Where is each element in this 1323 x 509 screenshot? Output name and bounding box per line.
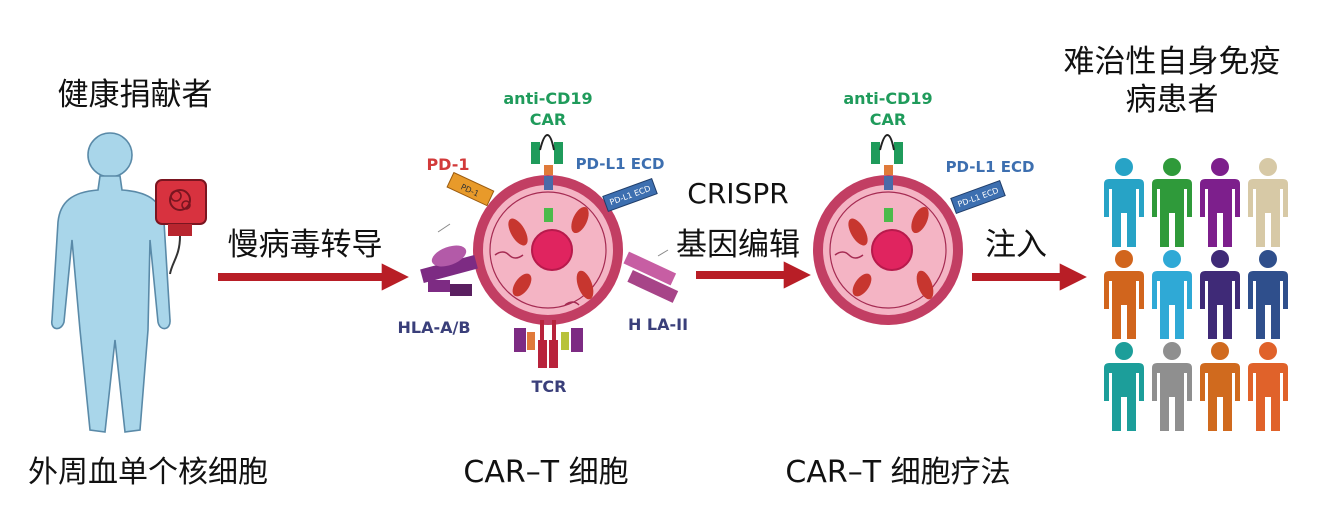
patient-icon bbox=[1104, 342, 1144, 431]
patient-icon bbox=[1248, 158, 1288, 247]
pdl1-label: PD-L1 ECD bbox=[576, 155, 665, 173]
patients-title-line1: 难治性自身免疫 bbox=[1064, 44, 1281, 80]
patient-icon bbox=[1248, 250, 1288, 339]
pd1-label: PD-1 bbox=[426, 155, 469, 174]
edited-pdl1-label: PD-L1 ECD bbox=[946, 158, 1035, 176]
patient-icon bbox=[1200, 158, 1240, 247]
hla-ab-molecule-icon bbox=[420, 223, 478, 296]
tcr-label: TCR bbox=[532, 377, 567, 396]
cart-caption: CAR–T 细胞 bbox=[463, 455, 628, 490]
patient-grid bbox=[1104, 158, 1288, 431]
pd1-receptor-icon: PD-1 bbox=[446, 171, 495, 207]
patient-icon bbox=[1200, 342, 1240, 431]
edited-car-label-line2: CAR bbox=[870, 110, 906, 129]
patient-icon bbox=[1152, 158, 1192, 247]
edited-car-receptor-icon bbox=[871, 134, 903, 222]
edited-car-t-cell bbox=[813, 175, 963, 325]
edited-car-label-line1: anti-CD19 bbox=[843, 89, 932, 108]
patient-icon bbox=[1104, 158, 1144, 247]
patient-icon bbox=[1152, 250, 1192, 339]
donor-caption: 外周血单个核细胞 bbox=[28, 455, 268, 490]
patient-icon bbox=[1152, 342, 1192, 431]
patient-icon bbox=[1104, 250, 1144, 339]
hla-ab-label: HLA-A/B bbox=[397, 318, 470, 337]
blood-bag-icon bbox=[155, 179, 207, 275]
pdl1-receptor-icon: PD-L1 ECD bbox=[602, 177, 658, 213]
therapy-caption: CAR–T 细胞疗法 bbox=[785, 455, 1010, 490]
car-label-line1: anti-CD19 bbox=[503, 89, 592, 108]
hla-ii-label: H LA-II bbox=[628, 315, 688, 334]
patient-icon bbox=[1248, 342, 1288, 431]
car-receptor-icon bbox=[531, 134, 563, 222]
patients-title-line2: 病患者 bbox=[1126, 82, 1219, 118]
hla-ii-molecule-icon bbox=[623, 249, 679, 303]
edited-pdl1-receptor-icon: PD-L1 ECD bbox=[950, 179, 1006, 215]
step3-label: 注入 bbox=[985, 227, 1047, 263]
human-figure-icon bbox=[51, 132, 171, 433]
step1-label: 慢病毒转导 bbox=[228, 227, 383, 263]
step2-label-line2: 基因编辑 bbox=[676, 227, 800, 263]
tcr-complex-icon bbox=[514, 320, 583, 368]
step2-label-line1: CRISPR bbox=[687, 177, 788, 210]
patient-icon bbox=[1200, 250, 1240, 339]
donor-title: 健康捐献者 bbox=[58, 77, 213, 113]
car-label-line2: CAR bbox=[530, 110, 566, 129]
car-t-cell bbox=[473, 175, 623, 325]
